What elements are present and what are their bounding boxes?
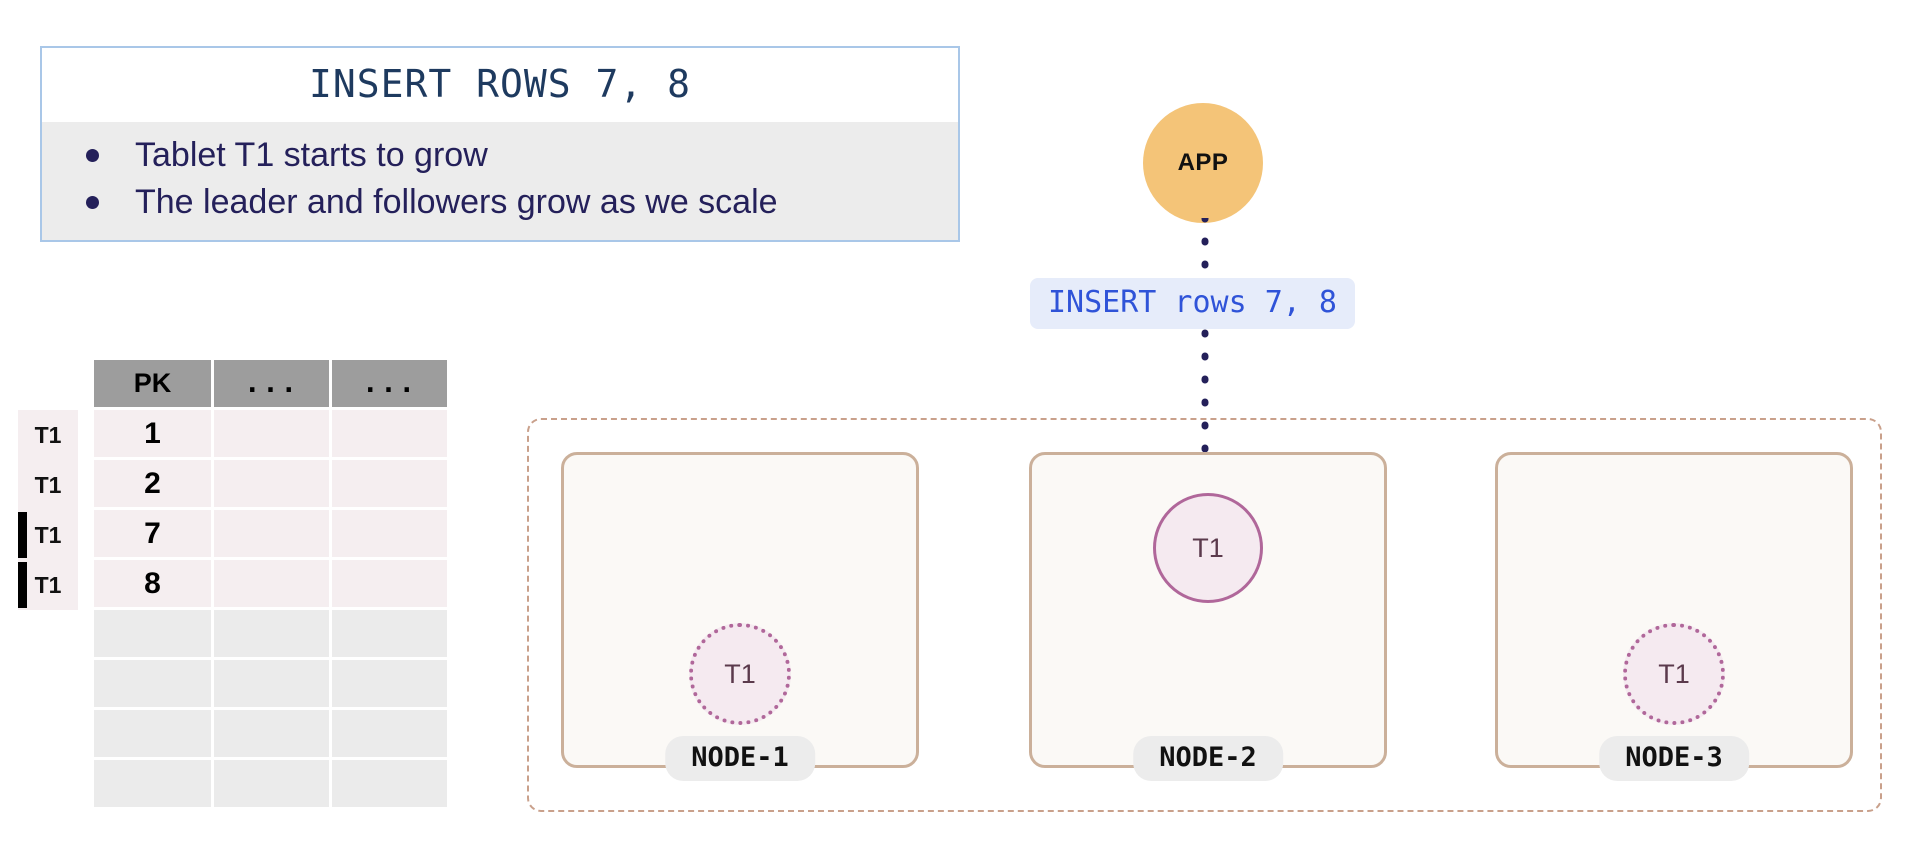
tag-gutter-empty: [18, 660, 78, 710]
tablet-label: T1: [1658, 658, 1690, 689]
row-tablet-tag: T1: [18, 460, 78, 510]
tag-gutter-header: [18, 360, 78, 410]
table-cell: [332, 710, 450, 760]
table-cell: [214, 510, 332, 560]
row-tablet-tag-label: T1: [34, 521, 62, 548]
node-label: NODE-3: [1599, 736, 1749, 781]
table-cell: [214, 460, 332, 510]
callout-body: Tablet T1 starts to grow The leader and …: [42, 122, 958, 240]
app-node-label: APP: [1177, 149, 1229, 176]
callout-box: INSERT ROWS 7, 8 Tablet T1 starts to gro…: [40, 46, 960, 242]
table-row: T1 7: [18, 510, 450, 560]
callout-bullet-1: The leader and followers grow as we scal…: [42, 179, 958, 226]
row-tablet-tag: T1: [18, 410, 78, 460]
table-cell-pk: 7: [94, 510, 214, 560]
table-row: T1 1: [18, 410, 450, 460]
table-cell: [332, 560, 450, 610]
table-cell: [214, 560, 332, 610]
table-row-empty: [18, 760, 450, 810]
table-cell: [214, 760, 332, 810]
tablet-follower[interactable]: T1: [1623, 623, 1725, 725]
table-row: T1 2: [18, 460, 450, 510]
table-cell: [94, 710, 214, 760]
tablet-follower[interactable]: T1: [689, 623, 791, 725]
row-tablet-tag-label: T1: [34, 421, 62, 448]
table-grid: PK ... ... T1 1 T1 2 T1: [18, 360, 450, 810]
table-cell: [94, 660, 214, 710]
new-row-marker-icon: [18, 562, 27, 608]
new-row-marker-icon: [18, 512, 27, 558]
node-label: NODE-1: [665, 736, 815, 781]
bullet-dot-icon: [86, 196, 99, 209]
row-tablet-tag: T1: [18, 560, 78, 610]
callout-bullet-0: Tablet T1 starts to grow: [42, 132, 958, 179]
table-header-row: PK ... ...: [18, 360, 450, 410]
insert-query-label: INSERT rows 7, 8: [1030, 278, 1355, 329]
node-box-node-1[interactable]: T1 NODE-1: [561, 452, 919, 781]
row-tablet-tag-label: T1: [34, 471, 62, 498]
row-tablet-tag: T1: [18, 510, 78, 560]
table-cell: [214, 610, 332, 660]
table-cell: [332, 760, 450, 810]
table-cell: [214, 660, 332, 710]
node-label: NODE-2: [1133, 736, 1283, 781]
tablet-leader[interactable]: T1: [1153, 493, 1263, 603]
table-header-cell: ...: [332, 360, 450, 410]
rows-table: PK ... ... T1 1 T1 2 T1: [18, 360, 450, 810]
table-row: T1 8: [18, 560, 450, 610]
table-cell-pk: 8: [94, 560, 214, 610]
cluster-boundary: T1 NODE-1 T1 NODE-2 T1 NODE-3: [527, 418, 1882, 812]
row-tablet-tag-label: T1: [34, 571, 62, 598]
app-node: APP: [1143, 103, 1263, 223]
table-cell: [214, 410, 332, 460]
tag-gutter-empty: [18, 710, 78, 760]
table-cell: [332, 460, 450, 510]
node-box-node-3[interactable]: T1 NODE-3: [1495, 452, 1853, 781]
callout-title: INSERT ROWS 7, 8: [42, 48, 958, 122]
table-row-empty: [18, 660, 450, 710]
table-cell-pk: 1: [94, 410, 214, 460]
tablet-label: T1: [1192, 532, 1224, 563]
callout-bullet-text: The leader and followers grow as we scal…: [135, 183, 778, 221]
tag-gutter-empty: [18, 760, 78, 810]
node-box-node-2[interactable]: T1 NODE-2: [1029, 452, 1387, 781]
callout-bullet-text: Tablet T1 starts to grow: [135, 136, 488, 174]
table-row-empty: [18, 710, 450, 760]
tag-gutter-empty: [18, 610, 78, 660]
table-row-empty: [18, 610, 450, 660]
table-cell: [214, 710, 332, 760]
table-cell: [332, 660, 450, 710]
table-cell: [332, 410, 450, 460]
table-cell: [332, 610, 450, 660]
table-cell: [94, 760, 214, 810]
table-cell: [332, 510, 450, 560]
tablet-label: T1: [724, 658, 756, 689]
table-header-cell: ...: [214, 360, 332, 410]
bullet-dot-icon: [86, 149, 99, 162]
table-cell: [94, 610, 214, 660]
table-cell-pk: 2: [94, 460, 214, 510]
table-header-cell: PK: [94, 360, 214, 410]
